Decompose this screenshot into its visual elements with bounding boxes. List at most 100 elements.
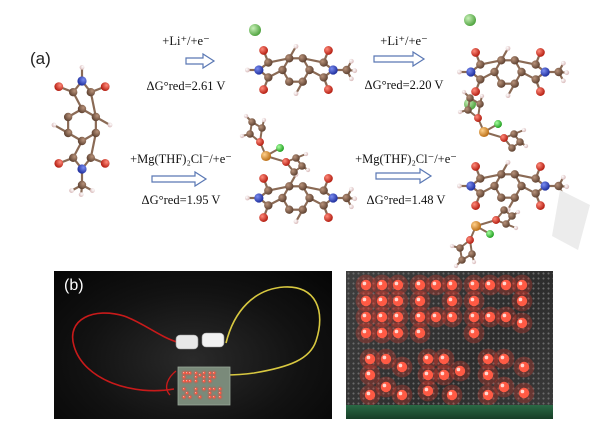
atom	[89, 188, 95, 193]
pcb-edge	[346, 405, 553, 419]
led	[364, 353, 376, 365]
atom	[476, 100, 484, 108]
atom	[278, 65, 287, 75]
mg-thf-cluster	[239, 113, 311, 176]
atom	[479, 93, 485, 99]
led	[202, 375, 206, 379]
atom	[290, 168, 298, 176]
led	[414, 279, 426, 291]
atom	[540, 67, 550, 77]
watermark-shape	[552, 190, 590, 250]
led	[360, 311, 372, 323]
red-wire	[71, 312, 181, 392]
led	[438, 369, 450, 381]
atom	[77, 180, 87, 190]
atom	[500, 134, 508, 142]
atom	[508, 212, 516, 220]
atom	[461, 89, 467, 95]
atom	[474, 114, 482, 122]
atom	[239, 133, 245, 139]
atom	[285, 54, 294, 63]
atom	[264, 73, 273, 82]
atom	[245, 67, 250, 73]
atom	[449, 243, 455, 249]
atom	[478, 126, 490, 138]
molecule-mg-reduced-2	[457, 159, 570, 213]
atom	[245, 195, 250, 201]
atom	[285, 77, 294, 86]
led	[182, 375, 186, 379]
led	[212, 371, 216, 375]
atom	[490, 181, 499, 191]
led	[516, 279, 528, 291]
atom	[303, 151, 309, 157]
panel-a-label: (a)	[30, 49, 51, 68]
molecule-mg-reduced-1	[245, 171, 358, 225]
atom	[319, 186, 328, 195]
atom	[468, 250, 476, 258]
atom	[305, 167, 311, 173]
yellow-wire	[223, 286, 321, 376]
atom	[466, 94, 474, 102]
atom	[260, 150, 272, 162]
led	[430, 279, 442, 291]
atom	[54, 159, 64, 168]
atom	[531, 75, 540, 84]
atom	[324, 85, 333, 94]
atom	[348, 58, 354, 64]
battery	[175, 334, 199, 350]
led	[414, 295, 426, 307]
atom	[86, 153, 95, 162]
led	[360, 327, 372, 339]
atom	[264, 58, 273, 67]
atom	[348, 186, 354, 192]
led	[392, 311, 404, 323]
atom	[278, 193, 287, 203]
atom	[100, 159, 110, 168]
atom	[564, 184, 570, 190]
led	[482, 389, 494, 401]
atom	[453, 263, 459, 269]
atom	[254, 65, 264, 75]
led	[182, 395, 186, 399]
reaction-arrow	[185, 52, 216, 70]
atom	[457, 109, 463, 115]
atom	[505, 45, 511, 51]
atom	[259, 213, 268, 222]
atom	[536, 162, 545, 171]
led	[422, 385, 434, 397]
atom	[471, 162, 480, 171]
led	[484, 279, 496, 291]
atom	[560, 78, 566, 84]
atom	[486, 230, 494, 238]
atom	[246, 130, 254, 138]
atom	[342, 193, 351, 203]
led	[188, 371, 192, 375]
led	[468, 311, 480, 323]
led	[376, 295, 388, 307]
led	[414, 327, 426, 339]
atom	[254, 193, 264, 203]
atom	[470, 220, 482, 232]
atom	[531, 189, 540, 198]
atom	[510, 79, 519, 88]
atom	[471, 259, 477, 265]
atom	[500, 206, 508, 214]
led	[198, 395, 202, 399]
atom	[264, 186, 273, 195]
led	[446, 279, 458, 291]
led	[218, 391, 222, 395]
led	[380, 353, 392, 365]
atom	[259, 46, 268, 55]
led	[376, 327, 388, 339]
atom	[476, 60, 485, 69]
atom	[517, 67, 526, 77]
atom	[78, 192, 84, 197]
led	[208, 387, 212, 391]
reaction-scheme: (a) +Li⁺/+e⁻ ΔG°red=2.61 V +Li⁺/+e⁻ ΔG°r…	[30, 14, 590, 269]
atom	[523, 143, 529, 149]
atom	[458, 256, 466, 264]
led	[208, 375, 212, 379]
led	[360, 279, 372, 291]
led	[182, 387, 186, 391]
